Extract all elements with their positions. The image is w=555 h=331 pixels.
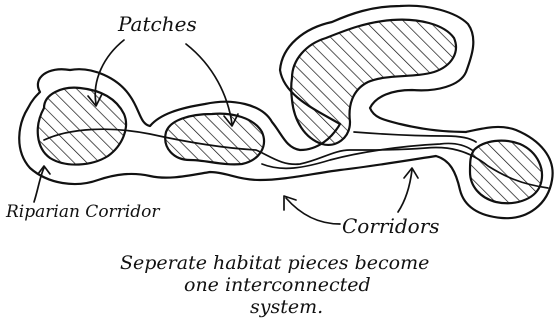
caption-line-2: one interconnected <box>184 276 371 296</box>
habitat-patch-1 <box>38 88 126 165</box>
label-corridors: Corridors <box>342 216 440 236</box>
habitat-patch-4 <box>470 141 542 204</box>
corridor-inner-edge-upper <box>354 132 476 142</box>
label-riparian-corridor: Riparian Corridor <box>6 204 159 221</box>
patches-arrow-right <box>186 44 232 124</box>
habitat-patch-3 <box>291 20 456 145</box>
caption-line-1: Seperate habitat pieces become <box>120 254 429 274</box>
label-patches: Patches <box>118 14 197 34</box>
habitat-patch-2 <box>165 114 264 165</box>
corridors-arrow-left <box>286 198 340 224</box>
caption-line-3: system. <box>250 298 323 318</box>
